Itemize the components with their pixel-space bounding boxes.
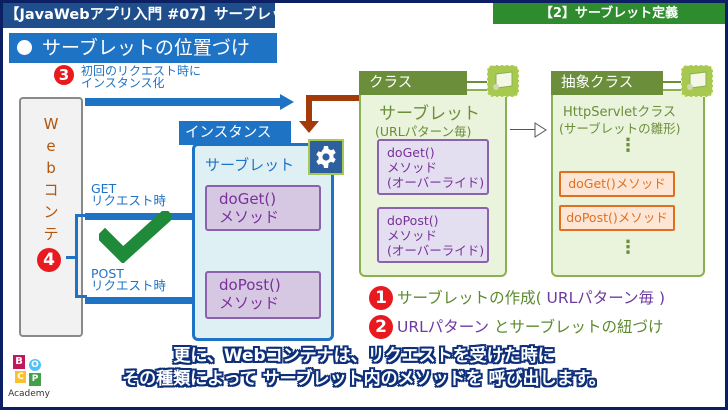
bullet-icon bbox=[17, 40, 32, 55]
instantiate-arrow-head bbox=[280, 94, 294, 110]
scroll-icon bbox=[687, 71, 707, 90]
step1-text: サーブレットの作成( URLパターン毎 ) bbox=[397, 287, 665, 309]
step1-accent: URLパターン毎 bbox=[541, 289, 659, 307]
post-arrow-line bbox=[85, 297, 197, 304]
post-request-label: POST リクエスト時 bbox=[91, 266, 167, 293]
class-doc-badge bbox=[487, 65, 519, 97]
slide-subtitle: サーブレットの位置づけ bbox=[9, 33, 277, 63]
check-icon bbox=[99, 211, 171, 263]
class-subtitle: (URLパターン毎) bbox=[375, 124, 472, 139]
section-tag: 【2】サーブレット定義 bbox=[493, 3, 725, 24]
academy-logo: B O C P Academy bbox=[7, 353, 51, 405]
web-container-label: W e b コ ン テ ナ bbox=[43, 115, 59, 265]
class-to-instance-line bbox=[306, 95, 364, 101]
post-label-line1: POST bbox=[91, 266, 124, 281]
abstract-class-box: HttpServletクラス (サーブレットの雛形) ⋮ doGet()メソッド… bbox=[551, 89, 705, 277]
class-title: サーブレット bbox=[379, 104, 480, 124]
bracket-bottom bbox=[75, 295, 87, 298]
caption-line2: その種類によって サーブレット内のメソッドを 呼び出します。 bbox=[122, 369, 606, 389]
post-label-line2: リクエスト時 bbox=[91, 278, 167, 293]
step2-main: とサーブレットの紐づけ bbox=[488, 318, 664, 336]
lesson-title: 【JavaWebアプリ入門 #07】サーブレット bbox=[3, 3, 300, 28]
step1-end: ) bbox=[658, 289, 666, 307]
instance-name: サーブレット bbox=[205, 156, 295, 174]
caption-line1: 更に、Webコンテナは、リクエストを受けた時に bbox=[173, 346, 555, 366]
web-container: W e b コ ン テ ナ bbox=[19, 97, 83, 337]
abstract-doc-badge bbox=[681, 65, 713, 97]
step3-badge: 3 bbox=[54, 65, 74, 85]
class-tab: クラス bbox=[359, 71, 467, 95]
abstract-class-tab: 抽象クラス bbox=[551, 71, 663, 95]
bracket-stub bbox=[66, 256, 76, 259]
step2-text: URLパターン とサーブレットの紐づけ bbox=[397, 316, 663, 338]
logo-letter-c: C bbox=[15, 371, 26, 383]
get-label-line2: リクエスト時 bbox=[91, 193, 167, 208]
scroll-icon bbox=[493, 71, 513, 90]
abstract-doget-method: doGet()メソッド bbox=[559, 171, 675, 197]
gear-badge bbox=[308, 139, 344, 175]
ellipsis-top: ⋮ bbox=[619, 135, 637, 156]
logo-letter-o: O bbox=[29, 359, 41, 371]
caption: 更に、Webコンテナは、リクエストを受けた時に その種類によって サーブレット内… bbox=[3, 345, 725, 391]
get-label-line1: GET bbox=[91, 181, 117, 196]
class-to-instance-arrow-head bbox=[299, 121, 319, 133]
class-doget-method: doGet() メソッド (オーバーライド) bbox=[377, 139, 489, 195]
step3-line1: 初回のリクエスト時に bbox=[81, 64, 202, 78]
gear-icon bbox=[316, 146, 336, 168]
get-request-label: GET リクエスト時 bbox=[91, 181, 167, 208]
slide: 【JavaWebアプリ入門 #07】サーブレット 【2】サーブレット定義 サーブ… bbox=[3, 3, 725, 407]
inherits-line bbox=[510, 129, 536, 130]
instance-tab: インスタンス bbox=[179, 121, 291, 145]
instance-box: サーブレット doGet() メソッド doPost() メソッド bbox=[192, 143, 334, 341]
step1-main: サーブレットの作成( bbox=[397, 289, 542, 307]
class-to-instance-line-v bbox=[306, 95, 312, 123]
abstract-class-title: HttpServletクラス bbox=[563, 105, 676, 120]
step2-badge: 2 bbox=[369, 315, 393, 339]
instantiate-arrow-line bbox=[85, 98, 281, 106]
step3-line2: インスタンス化 bbox=[81, 76, 165, 90]
ellipsis-bottom: ⋮ bbox=[619, 237, 637, 258]
abstract-dopost-method: doPost()メソッド bbox=[559, 205, 675, 231]
subtitle-text: サーブレットの位置づけ bbox=[42, 37, 250, 59]
inherits-arrow-head bbox=[534, 122, 547, 138]
class-box: サーブレット (URLパターン毎) doGet() メソッド (オーバーライド)… bbox=[359, 89, 507, 277]
abstract-tab-line bbox=[663, 81, 681, 83]
abstract-class-subtitle: (サーブレットの雛形) bbox=[559, 121, 681, 136]
instance-doget-method: doGet() メソッド bbox=[205, 185, 321, 231]
class-dopost-method: doPost() メソッド (オーバーライド) bbox=[377, 207, 489, 263]
step3-label: 初回のリクエスト時に インスタンス化 bbox=[81, 65, 201, 89]
bracket-top bbox=[75, 214, 87, 217]
logo-text: Academy bbox=[8, 389, 50, 399]
get-arrow-line bbox=[85, 213, 197, 220]
instance-dopost-method: doPost() メソッド bbox=[205, 271, 321, 319]
logo-letter-p: P bbox=[29, 373, 41, 386]
step1-badge: 1 bbox=[369, 286, 393, 310]
class-tab-line bbox=[467, 81, 487, 83]
step4-badge: 4 bbox=[37, 248, 61, 272]
logo-letter-b: B bbox=[13, 355, 25, 369]
bracket-vertical bbox=[75, 214, 78, 298]
step2-accent: URLパターン bbox=[397, 318, 489, 336]
